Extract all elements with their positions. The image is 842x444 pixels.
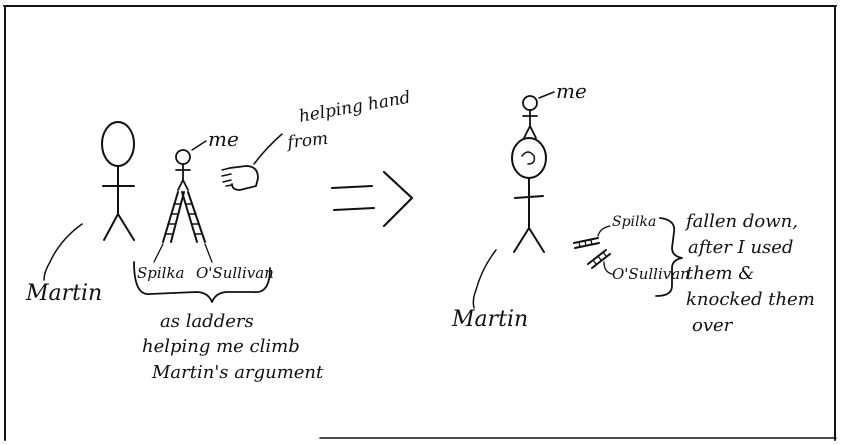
osullivan-pointer-right xyxy=(603,261,613,275)
hand-label-line-2: from xyxy=(284,129,329,153)
note-line-4: knocked them xyxy=(686,289,815,310)
spilka-label-right: Spilka xyxy=(612,214,656,230)
brace-left xyxy=(133,261,271,303)
spilka-pointer-right xyxy=(597,225,611,237)
hand-pointer xyxy=(253,133,283,165)
me-figure-right xyxy=(522,95,538,139)
osullivan-pointer-left xyxy=(204,243,213,263)
caption-line-1: as ladders xyxy=(160,311,254,332)
frame-border xyxy=(3,5,837,441)
note-line-5: over xyxy=(692,315,734,336)
me-pointer-right xyxy=(538,91,555,99)
me-label-right: me xyxy=(556,79,587,103)
spilka-pointer-left xyxy=(153,243,164,263)
fallen-ladders xyxy=(573,237,611,269)
note-line-2: after I used xyxy=(688,237,793,258)
implies-arrow xyxy=(331,170,414,228)
caption-line-3: Martin's argument xyxy=(151,362,324,383)
me-pointer-left xyxy=(191,140,207,151)
note-line-3: them & xyxy=(686,263,754,284)
martin-pointer-right xyxy=(472,249,497,309)
me-label-left: me xyxy=(208,127,239,151)
martin-label-right: Martin xyxy=(451,307,528,332)
osullivan-label-right: O'Sullivan xyxy=(612,265,690,283)
martin-figure-right xyxy=(511,137,547,253)
note-line-1: fallen down, xyxy=(684,211,798,232)
me-figure-left xyxy=(175,149,191,191)
ladders-left xyxy=(162,191,206,243)
martin-label-left: Martin xyxy=(25,281,102,306)
ladder-label-osullivan: O'Sullivan xyxy=(196,264,274,282)
hand-label-line-1: helping hand xyxy=(297,88,412,127)
martin-figure-left xyxy=(101,121,135,241)
brace-right xyxy=(655,217,683,297)
ladder-label-spilka: Spilka xyxy=(137,264,185,282)
caption-line-2: helping me climb xyxy=(142,336,300,357)
helping-hand-icon xyxy=(221,165,259,191)
martin-pointer-left xyxy=(43,223,83,281)
